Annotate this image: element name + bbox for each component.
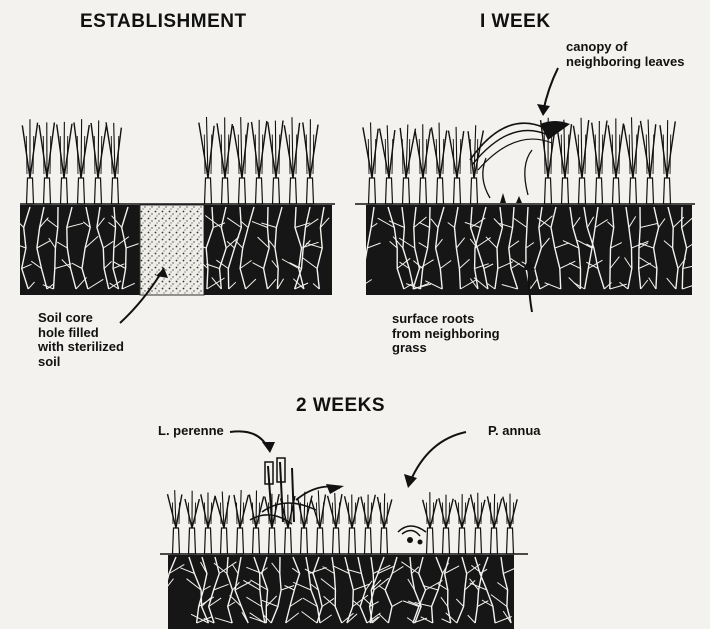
two-weeks-grass-left: [167, 490, 391, 554]
establishment-panel: [12, 117, 335, 323]
one-week-panel: [355, 68, 702, 312]
two-weeks-title: 2 WEEKS: [296, 395, 385, 416]
surface-roots-label: surface roots from neighboring grass: [392, 312, 500, 356]
establishment-grass-left: [22, 119, 121, 204]
establishment-title: ESTABLISHMENT: [80, 11, 247, 32]
ryegrass-seedling: [250, 458, 344, 524]
p-annua-label: P. annua: [488, 424, 541, 439]
two-weeks-grass-right: [423, 492, 518, 554]
seedling-tips: [500, 193, 522, 203]
canopy-arrow: [537, 68, 558, 116]
two-weeks-soil: [168, 555, 514, 629]
one-week-grass-left: [363, 122, 483, 204]
soil-core-label: Soil core hole filled with sterilized so…: [38, 311, 124, 369]
l-perenne-label: L. perenne: [158, 424, 224, 439]
bluegrass-tuft: [398, 526, 426, 545]
sterilized-soil-core: [140, 205, 204, 295]
p-annua-arrow: [404, 432, 466, 488]
one-week-title: I WEEK: [480, 11, 551, 32]
leaf-canopy: [470, 121, 570, 198]
two-weeks-panel: [138, 431, 529, 629]
establishment-grass-right: [199, 117, 318, 204]
canopy-label: canopy of neighboring leaves: [566, 40, 684, 69]
l-perenne-arrow: [230, 431, 275, 453]
